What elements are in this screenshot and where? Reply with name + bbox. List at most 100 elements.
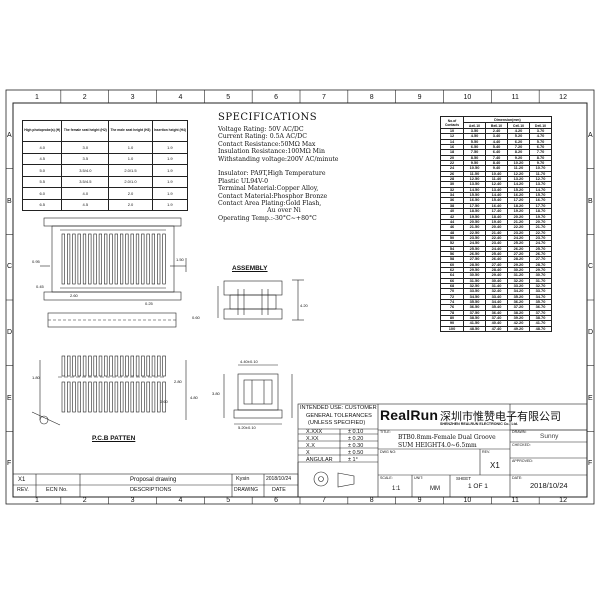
spec-line: Insulation Resistance:100MΩ Min: [218, 148, 325, 156]
height-table-cell: 6.0: [21, 187, 63, 200]
height-table-header: The female seat height (H2): [61, 120, 110, 142]
rev-date: 2018/10/24: [266, 476, 292, 482]
assembly-view: [217, 279, 304, 321]
unit-value: MM: [430, 486, 440, 492]
spec-line: Plastic UL94V-0: [218, 177, 269, 185]
contact-pin: [109, 233, 113, 285]
dim-label: 2.60: [70, 293, 78, 298]
unless-specified: (UNLESS SPECIFIED): [308, 420, 366, 426]
column-label: 10: [463, 94, 472, 101]
row-label: A: [588, 131, 593, 139]
pcb-pad: [141, 355, 145, 377]
row-label: B: [7, 197, 12, 205]
pcb-pad: [61, 355, 66, 377]
drawing-header: DRAWING: [234, 487, 258, 493]
row-label: A: [7, 131, 12, 139]
contact-pin: [146, 233, 150, 285]
dim-label: 0.60: [192, 315, 200, 320]
column-label: 8: [369, 497, 374, 504]
contact-pin: [125, 233, 129, 285]
column-label: 5: [226, 94, 231, 101]
title-line-2: SUM HEIGHT4.0~6.5mm: [398, 442, 477, 449]
height-table-cell: 1.9: [151, 164, 189, 177]
scale-label: SCALE:: [380, 476, 393, 480]
pcb-pad: [114, 381, 119, 413]
pcb-pad: [109, 355, 113, 377]
pcb-pad: [120, 381, 124, 413]
column-label: 11: [511, 94, 519, 101]
projection-symbol-icon: [313, 471, 355, 488]
spec-line: Operating Temp.:-30°C~+80°C: [218, 214, 317, 222]
height-table-cell: 5.5: [21, 175, 63, 188]
pcb-pad: [146, 355, 150, 377]
height-table-cell: 3.5/4.0: [61, 164, 110, 177]
contact-pin: [135, 233, 140, 285]
date-header: DATE: [272, 487, 286, 493]
pcb-pad: [114, 355, 119, 377]
column-label: 1: [34, 497, 39, 504]
contact-pin: [130, 233, 134, 285]
pcb-pad: [82, 355, 87, 377]
column-label: 7: [321, 94, 326, 101]
contact-pin: [104, 233, 108, 285]
pcb-pad: [125, 355, 129, 377]
height-table-cell: 4.0: [61, 187, 110, 200]
rev-label: REV.: [482, 450, 491, 454]
dim-label: 3.80: [212, 391, 220, 396]
pcb-pad: [93, 381, 97, 413]
pcb-pad: [162, 355, 166, 377]
contact-pin: [98, 233, 102, 285]
company-name-en: SHENZHEN REALRUN ELECTRONIC Co., Ltd.: [440, 422, 519, 426]
pcb-pad: [93, 355, 97, 377]
height-table-cell: 4.5: [21, 152, 63, 165]
pcb-pad: [88, 381, 92, 413]
height-table-cell: 2.0: [108, 198, 153, 211]
tolerance-value: ± 0.10: [348, 429, 364, 435]
height-table-cell: 2.0: [108, 187, 153, 200]
sheet-label: SHEET: [456, 476, 472, 481]
contact-pin: [120, 233, 124, 285]
spec-line: Voltage Rating: 50V AC/DC: [218, 126, 304, 133]
pcb-pad: [151, 381, 156, 413]
pcb-pad: [130, 381, 134, 413]
no-contacts-header: No.of Contacts: [440, 116, 464, 129]
column-label: 3: [130, 497, 135, 504]
pcb-pad: [162, 381, 166, 413]
column-label: 3: [130, 94, 135, 101]
tolerance-value: ± 1°: [348, 457, 358, 463]
spec-line: Au over Ni: [218, 207, 301, 215]
contact-pin: [151, 233, 156, 285]
height-table-cell: 1.9: [151, 187, 189, 200]
column-label: 7: [321, 497, 326, 504]
dimension-table-cell: 49.20: [507, 325, 530, 333]
pcb-pad: [67, 355, 71, 377]
rev-description: Proposal drawing: [130, 477, 177, 483]
rev-entry: X1: [18, 477, 26, 483]
contact-pin: [67, 233, 71, 285]
pcb-pad: [72, 381, 76, 413]
height-table-cell: 2.0/1.0: [108, 175, 153, 188]
sheet-value: 1 OF 1: [468, 483, 488, 490]
contact-pin: [72, 233, 76, 285]
column-label: 6: [274, 497, 279, 504]
row-label: F: [588, 460, 593, 468]
contact-pin: [93, 233, 97, 285]
pcb-pattern-label: P.C.B PATTEN: [92, 435, 136, 442]
dimension-table-cell: 48.70: [529, 325, 552, 333]
dwg-no-label: DWG NO:: [380, 450, 397, 454]
rev-header: REV.: [17, 487, 29, 493]
tolerance-key: ANGULAR: [306, 457, 333, 463]
pcb-pad: [125, 381, 129, 413]
dim-label: 4.80: [190, 395, 198, 400]
pcb-pad: [104, 355, 108, 377]
general-tolerances: GENERAL TOLERANCES: [306, 413, 372, 419]
row-label: B: [588, 197, 593, 205]
pcb-pad: [88, 355, 92, 377]
descriptions-header: DESCRIPTIONS: [130, 487, 172, 493]
